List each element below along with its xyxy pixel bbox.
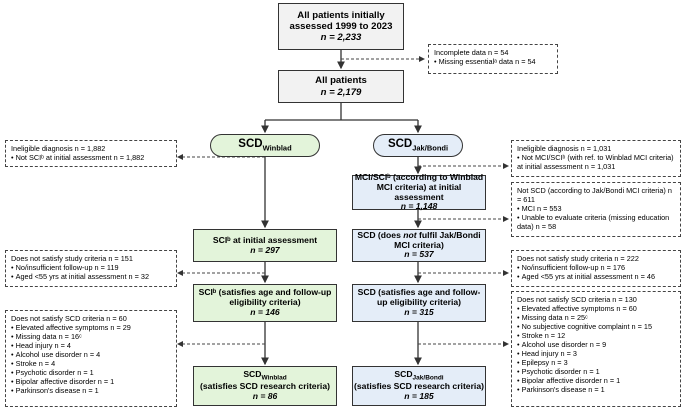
jakbondi-scd-criteria-exclusion: Does not satisfy SCD criteria n = 130 El… [511,291,681,407]
jakbondi-study-criteria-exclusion: Does not satisfy study criteria n = 222 … [511,250,681,287]
exclusion-item: Bipolar affective disorder n = 1 [11,377,171,386]
jakbondi-not-scd-exclusion: Not SCD (according to Jak/Bondi MCI crit… [511,182,681,237]
jakbondi-scd-n: n = 537 [404,249,434,260]
exclusion-item: MCI n = 553 [517,204,675,213]
jakbondi-eligible-n: n = 315 [404,306,434,317]
all-patients-initial-title: All patients initially assessed 1999 to … [289,9,393,32]
winblad-sci-box: SCIᵇ at initial assessment n = 297 [193,229,337,262]
exclusion-item: Stroke n = 12 [517,331,675,340]
exclusion-header: Does not satisfy SCD criteria n = 130 [517,295,637,304]
all-patients-title: All patients [315,75,367,87]
exclusion-item: Missing data n = 16ᶜ [11,332,171,341]
exclusion-item: Missing essentialᵃ data n = 54 [434,57,552,66]
all-patients-box: All patients n = 2,179 [278,70,404,103]
jakbondi-mci-sci-title: MCI/SCIᵇ (according to Winblad MCI crite… [354,171,484,202]
winblad-scd-criteria-exclusion: Does not satisfy SCD criteria n = 60 Ele… [5,310,177,407]
exclusion-item: Unable to evaluate criteria (missing edu… [517,213,675,231]
exclusion-item: Elevated affective symptoms n = 29 [11,323,171,332]
exclusion-header: Does not satisfy study criteria n = 151 [11,254,133,263]
exclusion-header: Ineligible diagnosis n = 1,882 [11,144,106,153]
exclusion-item: Elevated affective symptoms n = 60 [517,304,675,313]
exclusion-item: Not MCI/SCIᵇ (with ref. to Winblad MCI c… [517,153,675,171]
exclusion-item: Psychotic disorder n = 1 [11,368,171,377]
incomplete-data-exclusion: Incomplete data n = 54 Missing essential… [428,44,558,74]
jakbondi-eligible-title: SCD (satisfies age and follow-up eligibi… [357,287,481,308]
exclusion-header: Incomplete data n = 54 [434,48,509,57]
exclusion-header: Not SCD (according to Jak/Bondi MCI crit… [517,186,672,205]
all-patients-initial-box: All patients initially assessed 1999 to … [278,3,404,50]
winblad-eligible-title: SCIᵇ (satisfies age and follow-up eligib… [198,287,332,308]
exclusion-item: Alcohol use disorder n = 9 [517,340,675,349]
exclusion-item: No subjective cognitive complaint n = 15 [517,322,675,331]
exclusion-item: No/insufficient follow-up n = 119 [11,263,171,272]
jakbondi-final-label: SCDJak/Bondi [394,369,444,382]
scd-jakbondi-label: SCDJak/Bondi [387,138,449,153]
winblad-final-label: SCDWinblad [243,369,287,382]
exclusion-item: Head injury n = 3 [517,349,675,358]
exclusion-header: Does not satisfy SCD criteria n = 60 [11,314,127,323]
jakbondi-final-box: SCDJak/Bondi (satisfies SCD research cri… [352,366,486,406]
exclusion-item: Alcohol use disorder n = 4 [11,350,171,359]
exclusion-header: Ineligible diagnosis n = 1,031 [517,144,612,153]
winblad-eligible-box: SCIᵇ (satisfies age and follow-up eligib… [193,284,337,322]
jakbondi-eligible-box: SCD (satisfies age and follow-up eligibi… [352,284,486,322]
exclusion-header: Does not satisfy study criteria n = 222 [517,254,639,263]
exclusion-item: Missing data n = 25ᶜ [517,313,675,322]
exclusion-item: No/insufficient follow-up n = 176 [517,263,675,272]
exclusion-item: Stroke n = 4 [11,359,171,368]
winblad-eligible-n: n = 146 [250,306,280,317]
exclusion-item: Aged <55 yrs at initial assessment n = 4… [517,272,675,281]
winblad-final-n: n = 86 [252,391,278,402]
exclusion-item: Aged <55 yrs at initial assessment n = 3… [11,272,171,281]
winblad-study-criteria-exclusion: Does not satisfy study criteria n = 151 … [5,250,177,287]
jakbondi-final-n: n = 185 [404,391,434,402]
exclusion-item: Bipolar affective disorder n = 1 [517,376,675,385]
winblad-sci-title: SCIᵇ at initial assessment [212,234,318,245]
exclusion-item: Epilepsy n = 3 [517,358,675,367]
exclusion-item: Parkinson's disease n = 1 [11,386,171,395]
jakbondi-final-title: (satisfies SCD research criteria) [354,381,484,392]
exclusion-item: Parkinson's disease n = 1 [517,385,675,394]
scd-jakbondi-header: SCDJak/Bondi [373,134,463,157]
jakbondi-scd-title: SCD (does not fulfil Jak/Bondi MCI crite… [357,229,481,250]
winblad-ineligible-exclusion: Ineligible diagnosis n = 1,882 Not SCIᵇ … [5,140,177,167]
exclusion-item: Not SCIᵇ at initial assessment n = 1,882 [11,153,171,162]
all-patients-n: n = 2,179 [320,86,362,98]
jakbondi-mci-sci-box: MCI/SCIᵇ (according to Winblad MCI crite… [352,171,486,212]
winblad-sci-n: n = 297 [250,244,280,255]
winblad-final-box: SCDWinblad (satisfies SCD research crite… [193,366,337,406]
jakbondi-scd-box: SCD (does not fulfil Jak/Bondi MCI crite… [352,229,486,262]
exclusion-item: Head injury n = 4 [11,341,171,350]
jakbondi-mci-sci-n: n = 1,148 [400,201,438,212]
exclusion-item: Psychotic disorder n = 1 [517,367,675,376]
scd-winblad-header: SCDWinblad [210,134,320,157]
jakbondi-ineligible-exclusion: Ineligible diagnosis n = 1,031 Not MCI/S… [511,140,681,177]
winblad-final-title: (satisfies SCD research criteria) [200,381,330,392]
scd-winblad-label: SCDWinblad [238,138,292,153]
all-patients-initial-n: n = 2,233 [320,32,362,44]
